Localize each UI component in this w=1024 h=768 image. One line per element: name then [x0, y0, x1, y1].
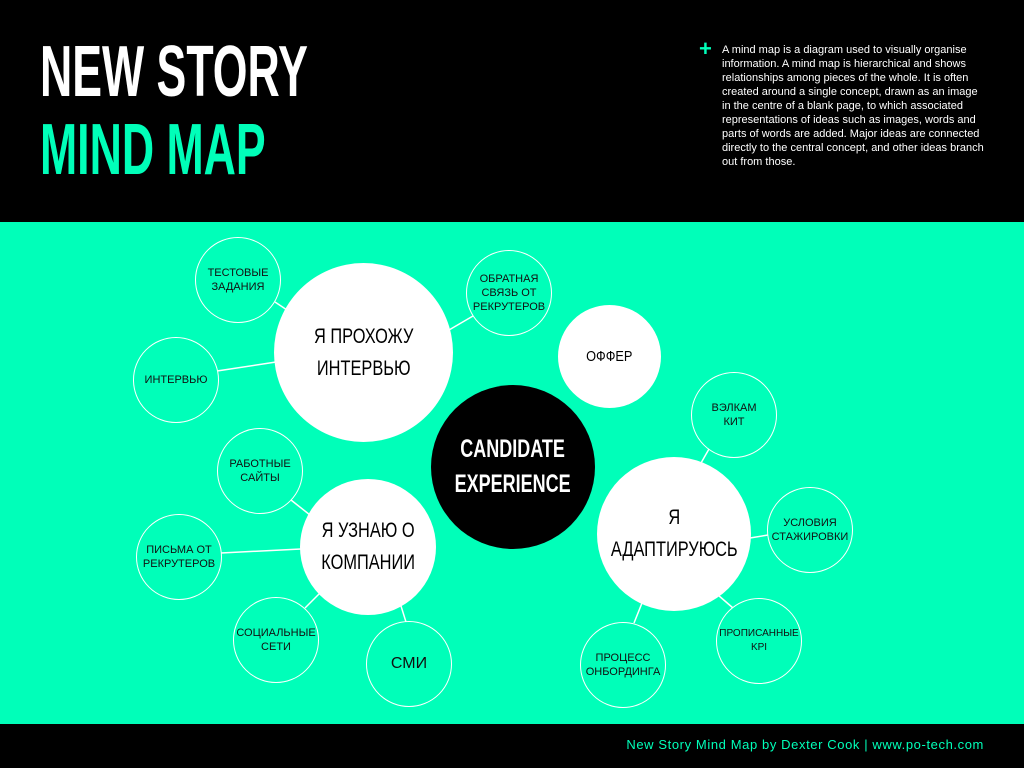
- connector-interview: [216, 361, 277, 372]
- node-written-kpi: ПРОПИСАННЫЕ KPI: [716, 598, 802, 684]
- node-media: СМИ: [366, 621, 452, 707]
- node-interview: ИНТЕРВЬЮ: [133, 337, 219, 423]
- connector-kpi: [717, 594, 734, 609]
- connector-job-sites: [290, 499, 311, 516]
- node-social-networks: СОЦИАЛЬНЫЕ СЕТИ: [233, 597, 319, 683]
- connector-feedback: [448, 315, 474, 331]
- footer: New Story Mind Map by Dexter Cook | www.…: [0, 724, 1024, 768]
- title-line-1: NEW STORY: [40, 32, 308, 112]
- connector-onboarding: [633, 602, 643, 624]
- node-i-adapt: Я АДАПТИРУЮСЬ: [597, 457, 751, 611]
- node-job-sites: РАБОТНЫЕ САЙТЫ: [217, 428, 303, 514]
- connector-social: [304, 592, 321, 609]
- node-i-pass-interview: Я ПРОХОЖУ ИНТЕРВЬЮ: [274, 263, 453, 442]
- footer-credit: New Story Mind Map by Dexter Cook | www.…: [626, 737, 984, 752]
- node-internship-conditions: УСЛОВИЯ СТАЖИРОВКИ: [767, 487, 853, 573]
- connector-letters: [220, 548, 302, 554]
- header: NEW STORY MIND MAP + A mind map is a dia…: [0, 0, 1024, 222]
- node-offer: ОФФЕР: [558, 305, 661, 408]
- plus-icon: +: [699, 36, 712, 61]
- node-candidate-experience: CANDIDATE EXPERIENCE: [431, 385, 595, 549]
- node-recruiter-feedback: ОБРАТНАЯ СВЯЗЬ ОТ РЕКРУТЕРОВ: [466, 250, 552, 336]
- connector-lines: [216, 301, 769, 624]
- connector-welcome-kit: [700, 448, 710, 464]
- title-line-2: MIND MAP: [40, 110, 266, 190]
- node-onboarding-process: ПРОЦЕСС ОНБОРДИНГА: [580, 622, 666, 708]
- connector-internship: [749, 534, 769, 539]
- connector-media: [400, 605, 407, 623]
- mind-map-area: ТЕСТОВЫЕ ЗАДАНИЯ ОБРАТНАЯ СВЯЗЬ ОТ РЕКРУ…: [0, 222, 1024, 724]
- node-welcome-kit: ВЭЛКАМ КИТ: [691, 372, 777, 458]
- description-text: A mind map is a diagram used to visually…: [722, 44, 984, 168]
- node-recruiter-letters: ПИСЬМА ОТ РЕКРУТЕРОВ: [136, 514, 222, 600]
- node-test-tasks: ТЕСТОВЫЕ ЗАДАНИЯ: [195, 237, 281, 323]
- node-i-learn-company: Я УЗНАЮ О КОМПАНИИ: [300, 479, 436, 615]
